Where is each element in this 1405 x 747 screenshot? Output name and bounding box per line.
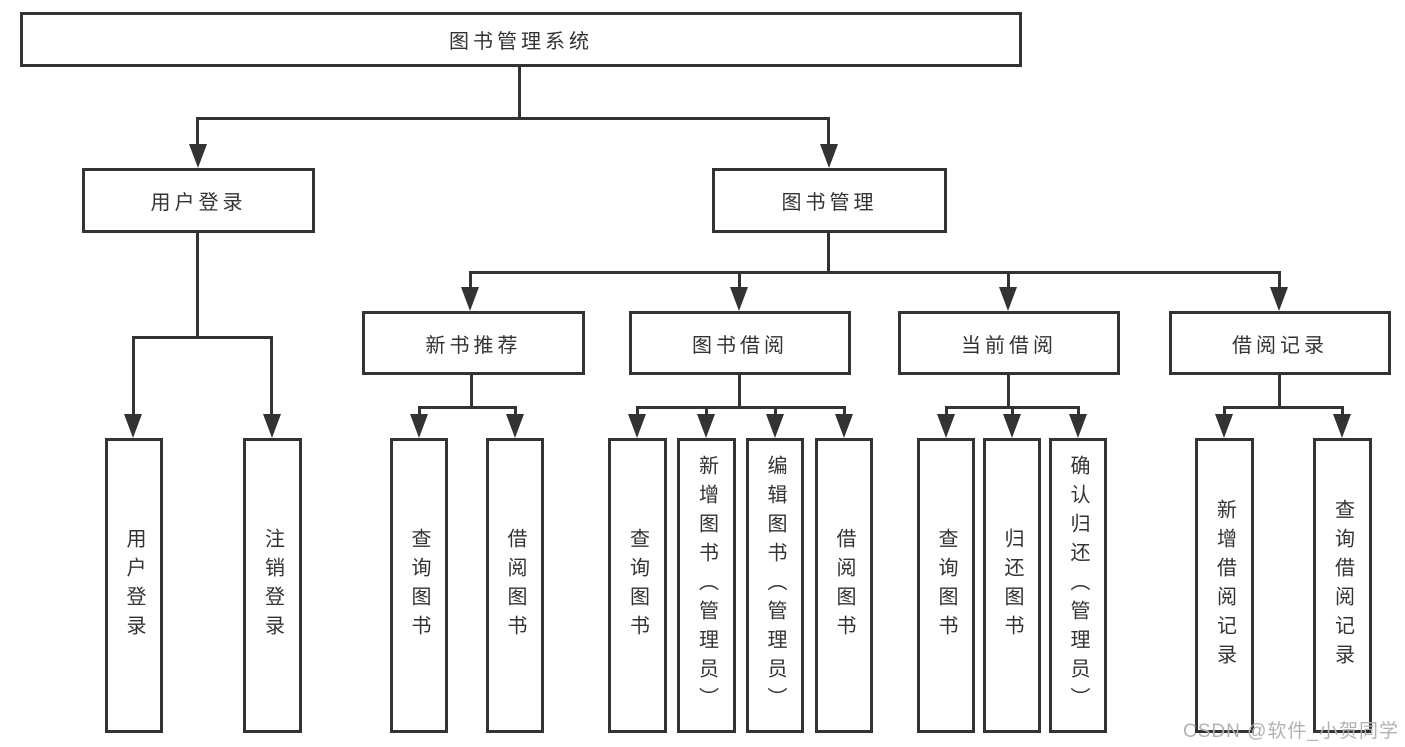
node-user-login-leaf: 用户登录 xyxy=(105,438,163,733)
node-query-books-2-label: 查询图书 xyxy=(626,527,649,644)
node-book-borrowing-label: 图书借阅 xyxy=(692,334,788,357)
arrowhead-leaf-edit-book xyxy=(766,414,784,438)
node-add-borrow-record: 新增借阅记录 xyxy=(1195,438,1254,733)
node-user-login-leaf-label: 用户登录 xyxy=(123,527,145,644)
node-user-login: 用户登录 xyxy=(82,168,315,233)
node-book-management: 图书管理 xyxy=(712,168,947,233)
node-query-books-3-label: 查询图书 xyxy=(935,527,957,644)
connector-level3-rail xyxy=(469,271,1281,274)
node-logout-label: 注销登录 xyxy=(261,527,284,644)
arrowhead-leaf-borrow-2 xyxy=(835,414,853,438)
node-query-books-3: 查询图书 xyxy=(917,438,975,733)
connector-records-drop xyxy=(1278,271,1281,293)
node-add-book-admin: 新增图书（管理员） xyxy=(677,438,736,733)
arrowhead-leaf-login xyxy=(124,414,142,438)
connector-book-mgmt-stem xyxy=(827,233,830,273)
node-user-login-label: 用户登录 xyxy=(150,192,247,214)
node-borrowing-records: 借阅记录 xyxy=(1169,311,1391,375)
connector-borrowing-drop xyxy=(738,271,741,293)
connector-leaf-drop xyxy=(705,406,708,420)
arrowhead-leaf-logout xyxy=(263,414,281,438)
connector-current-drop xyxy=(1007,271,1010,293)
arrowhead-leaf-return xyxy=(1003,414,1021,438)
connector-book-mgmt-drop xyxy=(827,117,830,150)
node-book-borrowing: 图书借阅 xyxy=(629,311,851,375)
node-borrow-books-2: 借阅图书 xyxy=(815,438,873,733)
node-logout: 注销登录 xyxy=(243,438,302,733)
node-edit-book-admin-label: 编辑图书（管理员） xyxy=(764,455,786,716)
connector-current-stem xyxy=(1007,375,1010,408)
node-new-book-recommend-label: 新书推荐 xyxy=(425,334,522,357)
connector-records-rail xyxy=(1223,406,1344,409)
node-library-system-label: 图书管理系统 xyxy=(449,31,593,53)
node-add-borrow-record-label: 新增借阅记录 xyxy=(1213,498,1236,673)
node-borrowing-records-label: 借阅记录 xyxy=(1232,334,1328,357)
arrowhead-leaf-query-2 xyxy=(628,414,646,438)
connector-user-login-rail xyxy=(132,336,273,339)
node-query-borrow-record: 查询借阅记录 xyxy=(1313,438,1372,733)
node-borrow-books-1-label: 借阅图书 xyxy=(504,527,526,644)
node-query-borrow-record-label: 查询借阅记录 xyxy=(1331,498,1354,673)
csdn-watermark: CSDN @软件_小贺同学 xyxy=(1183,721,1399,742)
arrowhead-current xyxy=(999,287,1017,311)
node-query-books-1-label: 查询图书 xyxy=(408,527,430,644)
connector-leaf-drop xyxy=(1011,406,1014,420)
arrowhead-user-login xyxy=(189,144,207,168)
connector-records-stem xyxy=(1278,375,1281,408)
arrowhead-book-mgmt xyxy=(820,144,838,168)
node-return-book-label: 归还图书 xyxy=(1001,527,1023,644)
connector-user-login-stem xyxy=(196,233,199,338)
connector-root-stem xyxy=(518,67,521,119)
connector-leaf-drop xyxy=(945,406,948,420)
connector-leaf-logout-drop xyxy=(270,336,273,420)
connector-user-login-drop xyxy=(196,117,199,150)
node-current-borrowing: 当前借阅 xyxy=(898,311,1120,375)
node-new-book-recommend: 新书推荐 xyxy=(362,311,585,375)
node-edit-book-admin: 编辑图书（管理员） xyxy=(746,438,804,733)
connector-new-rec-rail xyxy=(418,406,517,409)
arrowhead-leaf-query-record xyxy=(1333,414,1351,438)
arrowhead-leaf-query-3 xyxy=(937,414,955,438)
connector-borrowing-stem xyxy=(738,375,741,408)
node-borrow-books-2-label: 借阅图书 xyxy=(833,527,855,644)
node-borrow-books-1: 借阅图书 xyxy=(486,438,544,733)
arrowhead-leaf-add-book xyxy=(697,414,715,438)
connector-leaf-drop xyxy=(1077,406,1080,420)
connector-leaf-drop xyxy=(1341,406,1344,420)
connector-level2-rail xyxy=(196,117,830,120)
connector-leaf-drop xyxy=(418,406,421,420)
connector-leaf-drop xyxy=(636,406,639,420)
arrowhead-leaf-confirm-return xyxy=(1069,414,1087,438)
node-query-books-2: 查询图书 xyxy=(608,438,667,733)
connector-leaf-drop xyxy=(1223,406,1226,420)
connector-leaf-drop xyxy=(514,406,517,420)
connector-leaf-drop xyxy=(843,406,846,420)
connector-borrowing-rail xyxy=(636,406,846,409)
connector-leaf-login-drop xyxy=(132,336,135,420)
node-confirm-return-admin-label: 确认归还（管理员） xyxy=(1067,455,1089,716)
node-query-books-1: 查询图书 xyxy=(390,438,448,733)
arrowhead-borrowing xyxy=(730,287,748,311)
connector-new-rec-stem xyxy=(470,375,473,408)
arrowhead-leaf-query-1 xyxy=(410,414,428,438)
node-book-management-label: 图书管理 xyxy=(781,192,878,214)
node-add-book-admin-label: 新增图书（管理员） xyxy=(695,455,718,716)
arrowhead-leaf-borrow-1 xyxy=(506,414,524,438)
node-confirm-return-admin: 确认归还（管理员） xyxy=(1049,438,1107,733)
node-current-borrowing-label: 当前借阅 xyxy=(961,334,1057,357)
connector-new-rec-drop xyxy=(469,271,472,293)
arrowhead-new-rec xyxy=(461,287,479,311)
arrowhead-records xyxy=(1270,287,1288,311)
arrowhead-leaf-add-record xyxy=(1215,414,1233,438)
node-return-book: 归还图书 xyxy=(983,438,1041,733)
node-library-system: 图书管理系统 xyxy=(20,12,1022,67)
connector-leaf-drop xyxy=(774,406,777,420)
